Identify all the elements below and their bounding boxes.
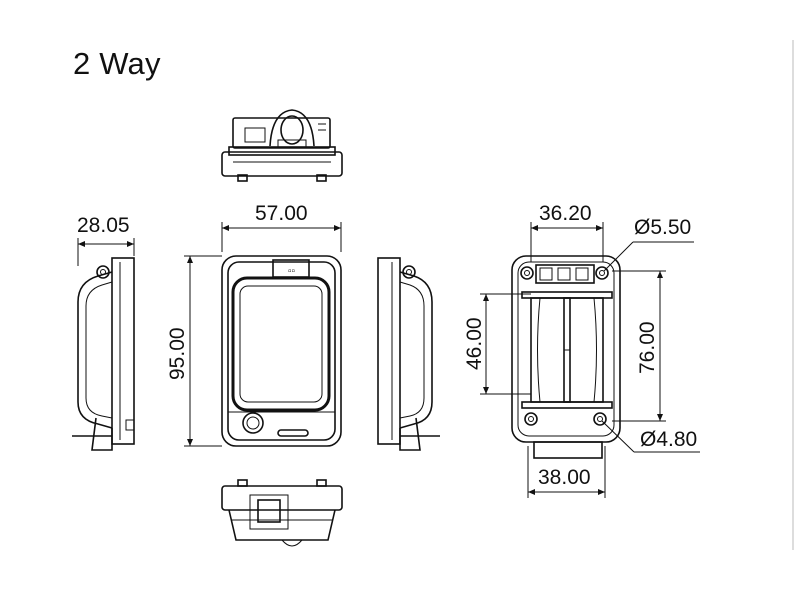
dimension-rear-hole-spacing [612,270,666,422]
drawing-title: 2 Way [73,46,161,81]
right-side-view [377,257,440,451]
svg-text:▫▫: ▫▫ [288,266,295,277]
dim-label-front-height: 95.00 [166,327,189,380]
dim-label-side-depth: 28.05 [77,214,130,237]
dim-label-rear-inner-height: 46.00 [463,317,486,370]
dimension-rear-inner-width [530,222,604,262]
dim-label-hole-top: Ø5.50 [634,216,691,239]
dim-label-front-width: 57.00 [255,202,308,225]
dimension-hole-top [603,241,694,272]
dimension-hole-bottom [601,420,700,453]
dimension-rear-base-width [527,446,606,498]
rear-view [511,255,621,459]
front-view: ▫▫ [221,255,342,447]
left-side-view [72,257,135,451]
dim-label-rear-inner-width: 36.20 [539,202,592,225]
top-view [221,109,343,182]
dimension-front-width [221,222,342,252]
dim-label-hole-bottom: Ø4.80 [640,428,697,451]
dim-label-rear-hole-spacing: 76.00 [636,321,659,374]
dimension-front-height [184,255,222,447]
dimension-rear-inner-height [480,293,531,395]
bottom-view [221,479,343,547]
dimension-side-depth [77,238,135,266]
dim-label-rear-base-width: 38.00 [538,466,591,489]
